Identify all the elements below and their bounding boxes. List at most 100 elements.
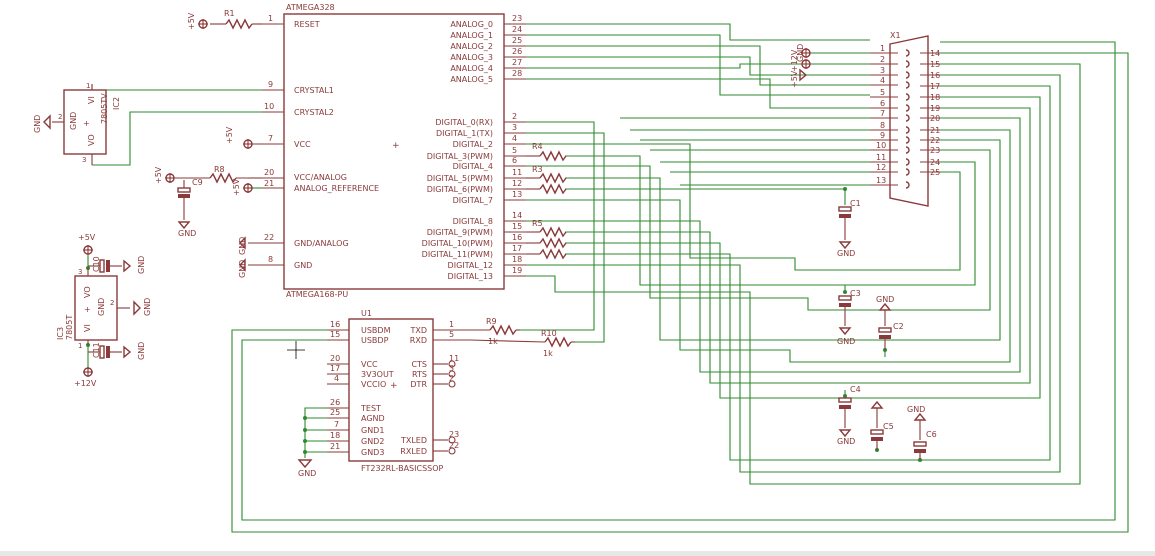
c2-label: C2 [893, 322, 904, 331]
ic3-name: IC3 [56, 327, 65, 340]
x1-pin-num: 1 [880, 44, 885, 53]
mcu-pin-num: 13 [512, 190, 522, 199]
capacitor-c6[interactable]: C6 GND [907, 405, 937, 460]
mcu-pin-label: DIGITAL_10(PWM) [422, 239, 493, 248]
ftdi-pin-label: GND3 [361, 448, 384, 457]
capacitor-c4[interactable]: C4 GND [837, 385, 861, 446]
ic2-pin-num: 2 [58, 113, 62, 121]
mcu-pin-num: 9 [268, 80, 273, 89]
mcu-pin-label: DIGITAL_12 [448, 261, 493, 270]
mcu-pin-label: DIGITAL_6(PWM) [427, 185, 493, 194]
ftdi-pin-num: 18 [330, 431, 340, 440]
gnd-label: GND [298, 469, 316, 478]
c6-label: C6 [926, 430, 937, 439]
ftdi-pin-num: 5 [449, 330, 454, 339]
r9-label: R9 [486, 317, 497, 326]
r9-value: 1k [488, 337, 498, 346]
mcu-name: ATMEGA328 [286, 3, 335, 12]
ic2-vi: VI [87, 96, 96, 104]
gnd-mcu-symbol: GND [238, 258, 247, 278]
x1-pin-num: 7 [880, 109, 885, 118]
x1-12v-label: +12V [790, 49, 799, 72]
c2-gnd-label: GND [876, 295, 894, 304]
gnd-ic2-label: GND [33, 115, 42, 133]
mcu-pin-num: 15 [512, 222, 522, 231]
capacitor-c9[interactable]: C9 GND [177, 178, 203, 238]
gnd-analog-symbol: GND [238, 236, 247, 255]
mcu-pin-num: 23 [512, 14, 522, 23]
ic2-plus: + [83, 119, 90, 128]
c9-gnd-label: GND [178, 229, 196, 238]
mcu-pin-label: VCC/ANALOG [294, 173, 347, 182]
ic3-pin-num: 1 [78, 342, 82, 350]
mcu-pin-label: ANALOG_2 [450, 42, 493, 51]
gnd-analog-label: GND [238, 237, 247, 255]
capacitor-c2[interactable]: C2 GND [876, 295, 904, 350]
ftdi-pin-num: 21 [330, 442, 340, 451]
mcu-pin-num: 24 [512, 25, 522, 34]
mcu-atmega328[interactable]: ATMEGA328 ATMEGA168-PU + 1 RESET 9 CRYST… [248, 3, 526, 299]
resistor-r9[interactable]: R9 1k [470, 317, 520, 346]
mcu-pin-label: DIGITAL_4 [453, 162, 493, 171]
regulator-ic3[interactable]: 3 2 1 VO GND + VI IC3 7805T [56, 268, 130, 350]
mcu-pin-num: 17 [512, 244, 522, 253]
resistor-r10[interactable]: R10 1k [469, 329, 575, 358]
connector-x1[interactable]: X1 1 2 3 4 5 6 7 8 9 10 11 12 [870, 31, 940, 207]
ic2-gnd: GND [69, 112, 78, 130]
x1-pin-num: 10 [876, 141, 886, 150]
wire-network [87, 23, 1129, 533]
c11-label: C11 [92, 342, 101, 358]
crosshair-cursor-icon [287, 341, 305, 359]
mcu-pin-label: ANALOG_1 [450, 31, 493, 40]
ic3-gnd: GND [97, 298, 106, 316]
mcu-pin-num: 14 [512, 211, 522, 220]
mcu-pin-label: ANALOG_3 [450, 53, 493, 62]
mcu-pin-num: 28 [512, 69, 522, 78]
mcu-pin-label: GND [294, 261, 312, 270]
mcu-pin-label: DIGITAL_11(PWM) [422, 250, 493, 259]
ftdi-value: FT232RL-BASICSSOP [361, 464, 444, 473]
ftdi-pin-label: USBDM [361, 326, 391, 335]
mcu-pin-num: 4 [512, 134, 517, 143]
mcu-pin-num: 8 [268, 255, 273, 264]
resistor-r3[interactable]: R3 [526, 165, 567, 195]
ftdi-pin-label: CTS [411, 360, 427, 369]
ftdi-pin-num: 11 [449, 354, 459, 363]
capacitor-c5[interactable]: C5 [870, 400, 894, 450]
ftdi-pin-label: VCCIO [361, 380, 386, 389]
mcu-pin-num: 7 [268, 134, 273, 143]
capacitor-c1[interactable]: C1 GND [837, 199, 861, 258]
r1-supply: +5V [187, 12, 208, 30]
ftdi-pin-num: 22 [449, 441, 459, 450]
mcu-pin-num: 6 [512, 156, 517, 165]
resistor-r1[interactable]: R1 [210, 9, 262, 30]
x1-pin-num: 14 [930, 49, 940, 58]
c1-label: C1 [850, 199, 861, 208]
x1-pin-num: 11 [876, 153, 886, 162]
resistor-r4[interactable]: R4 [526, 142, 567, 162]
x1-pin-num: 24 [930, 158, 940, 167]
junctions [86, 187, 922, 462]
x1-pin-num: 21 [930, 126, 940, 135]
resistor-r8[interactable]: R8 [175, 165, 262, 184]
mcu-pin-label: DIGITAL_0(RX) [435, 118, 493, 127]
x1-pin-num: 3 [880, 66, 885, 75]
mcu-pin-label: DIGITAL_9(PWM) [427, 228, 493, 237]
x1-pin-num: 2 [880, 55, 885, 64]
capacitor-c3[interactable]: C3 GND [837, 289, 861, 346]
capacitor-c10[interactable]: C10 GND [88, 256, 146, 274]
ic3-value: 7805T [65, 315, 74, 340]
mcu-pin-num: 25 [512, 36, 522, 45]
mcu-pin-label: ANALOG_REFERENCE [294, 184, 379, 193]
c4-label: C4 [850, 385, 861, 394]
mcu-origin: + [392, 141, 400, 151]
ftdi-ft232rl[interactable]: U1 FT232RL-BASICSSOP 16 USBDM 15 USBDP 2… [327, 309, 470, 473]
x1-left-pins: 1 2 3 4 5 6 7 8 9 10 11 12 13 [870, 44, 898, 186]
c1-gnd-label: GND [837, 249, 855, 258]
x1-pin-num: 17 [930, 82, 940, 91]
capacitor-c11[interactable]: C11 GND [88, 342, 146, 360]
regulator-ic2[interactable]: 1 2 3 VI GND + VO IC2 7805TV [52, 82, 121, 165]
mcu-pin-num: 18 [512, 255, 522, 264]
resistor-r5[interactable]: R5 [526, 219, 567, 260]
x1-5v-label: +5V [790, 70, 799, 88]
